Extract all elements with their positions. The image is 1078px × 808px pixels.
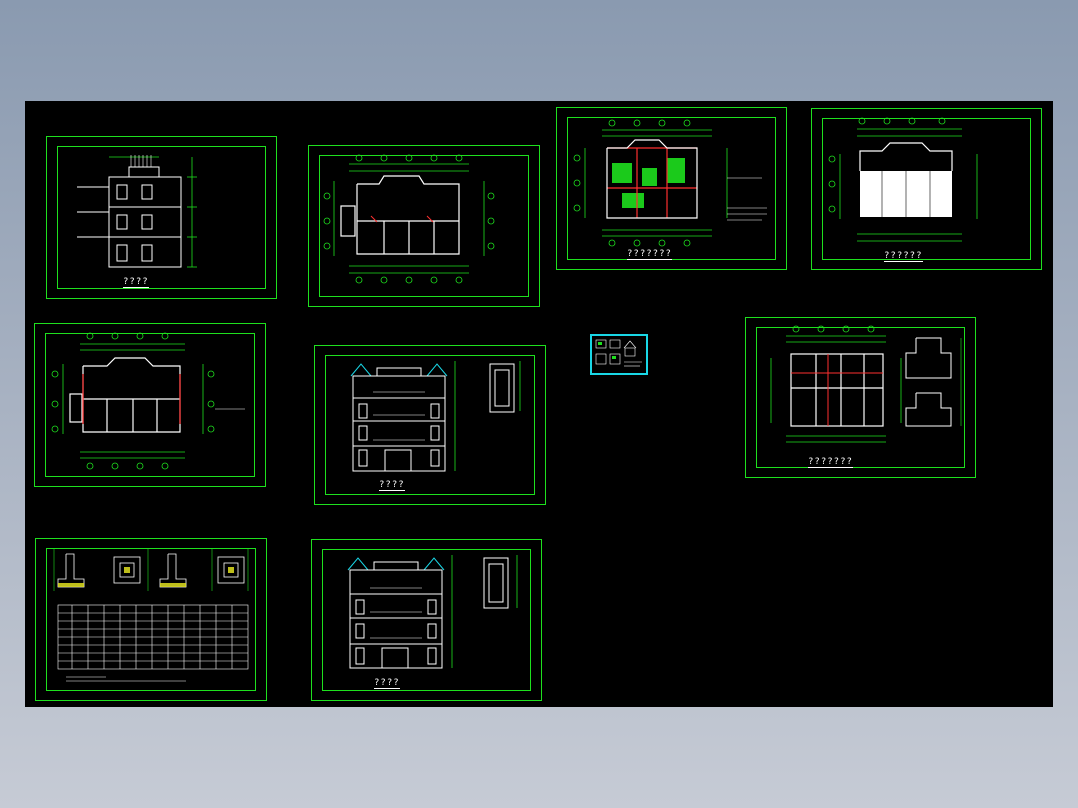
sheet-front-elevation-2[interactable]: ????	[311, 539, 542, 701]
floor-plan-1-drawing	[323, 154, 495, 284]
sheet-details-schedule[interactable]	[35, 538, 267, 701]
sheet-inner-frame	[319, 155, 529, 297]
sheet-foundation-plan[interactable]: ???????	[745, 317, 976, 478]
sheet-inner-frame	[756, 327, 965, 468]
sheet-caption: ????	[374, 678, 400, 689]
thumbnail-drawing	[595, 339, 642, 367]
front-elevation-1-drawing	[350, 361, 521, 472]
side-elevation-drawing	[77, 155, 197, 268]
sheet-inner-frame	[45, 333, 255, 477]
sheet-inner-frame	[822, 118, 1031, 260]
sheet-caption: ???????	[627, 249, 672, 260]
floor-plan-3-drawing	[51, 332, 245, 470]
sheet-inner-frame	[46, 548, 256, 691]
sheet-caption: ????	[123, 277, 149, 288]
sheet-caption: ????	[379, 480, 405, 491]
roof-plan-drawing	[828, 117, 978, 242]
sheet-roof-plan[interactable]: ??????	[811, 108, 1042, 270]
drawing-canvas[interactable]: ????	[25, 101, 1053, 707]
sheet-caption: ???????	[808, 457, 853, 468]
front-elevation-2-drawing	[347, 555, 518, 669]
sheet-front-elevation-1[interactable]: ????	[314, 345, 546, 505]
sheet-floor-plan-2[interactable]: ???????	[556, 107, 787, 270]
sheet-floor-plan-1[interactable]	[308, 145, 540, 307]
floor-plan-2-drawing	[573, 119, 767, 247]
sheet-inner-frame	[325, 355, 535, 495]
sheet-side-elevation[interactable]: ????	[46, 136, 277, 299]
foundation-plan-drawing	[770, 325, 962, 443]
sheet-inner-frame	[322, 549, 531, 691]
sheet-floor-plan-3[interactable]	[34, 323, 266, 487]
sheet-caption: ??????	[884, 251, 923, 262]
sheet-inner-frame	[57, 146, 266, 289]
details-schedule-drawing	[53, 549, 249, 682]
thumbnail-sheet[interactable]	[590, 334, 648, 375]
